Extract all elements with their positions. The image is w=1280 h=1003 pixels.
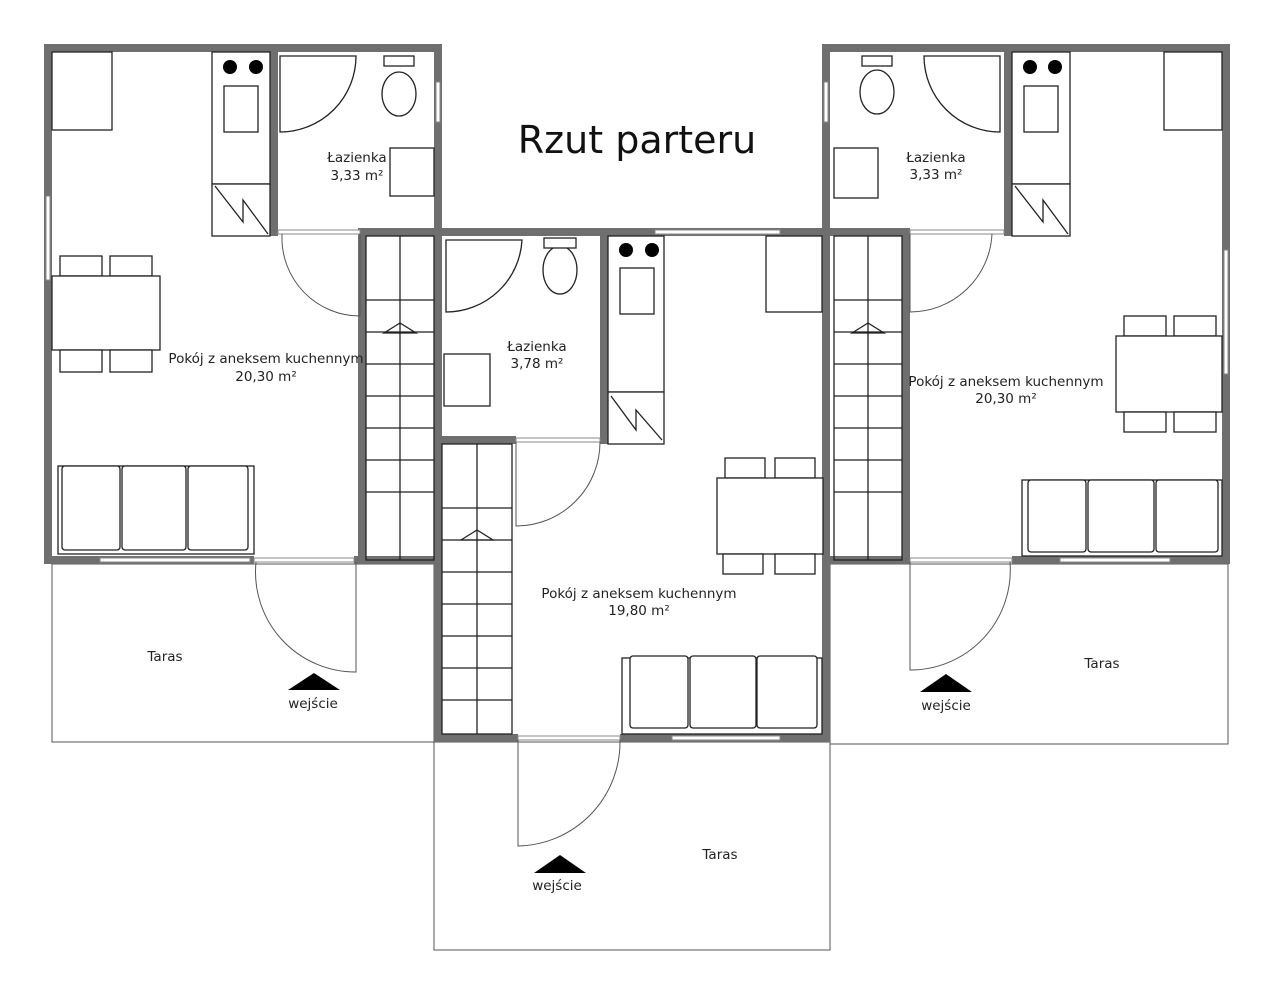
terrace-left	[51, 563, 435, 743]
plan-title: Rzut parteru	[518, 118, 756, 162]
terrace-middle-label: Taras	[701, 847, 737, 863]
bathroom-right-name: Łazienka	[905, 150, 965, 166]
bathroom-left-area: 3,33 m²	[331, 168, 384, 184]
bathroom-left-name: Łazienka	[326, 150, 386, 166]
entrance-right-label: wejście	[921, 698, 971, 714]
living-left-name: Pokój z aneksem kuchennym	[168, 351, 363, 367]
stairs	[365, 235, 903, 735]
living-left-area: 20,30 m²	[235, 369, 297, 385]
bathroom-right-area: 3,33 m²	[910, 167, 963, 183]
living-right-area: 20,30 m²	[975, 391, 1037, 407]
terrace-right-label: Taras	[1083, 656, 1119, 672]
entrance-left-label: wejście	[288, 696, 338, 712]
stair-direction-icon	[849, 322, 887, 334]
bathroom-middle-name: Łazienka	[506, 339, 566, 355]
entrance-arrow-left-icon	[288, 673, 340, 690]
living-middle-area: 19,80 m²	[608, 603, 670, 619]
entrance-arrow-middle-icon	[534, 855, 586, 873]
terrace-left-label: Taras	[146, 649, 182, 665]
stair-direction-icon	[458, 529, 496, 541]
living-middle-name: Pokój z aneksem kuchennym	[541, 586, 736, 602]
living-right-name: Pokój z aneksem kuchennym	[908, 374, 1103, 390]
stair-direction-icon	[381, 322, 419, 334]
furniture-right	[833, 51, 1223, 557]
entrance-middle-label: wejście	[532, 878, 582, 894]
entrance-arrow-right-icon	[920, 674, 972, 692]
bathroom-middle-area: 3,78 m²	[511, 356, 564, 372]
terrace-middle	[433, 741, 831, 951]
terrace-right	[829, 563, 1229, 745]
doors	[253, 229, 1013, 847]
furniture-middle	[443, 235, 824, 735]
furniture-left	[51, 51, 435, 555]
